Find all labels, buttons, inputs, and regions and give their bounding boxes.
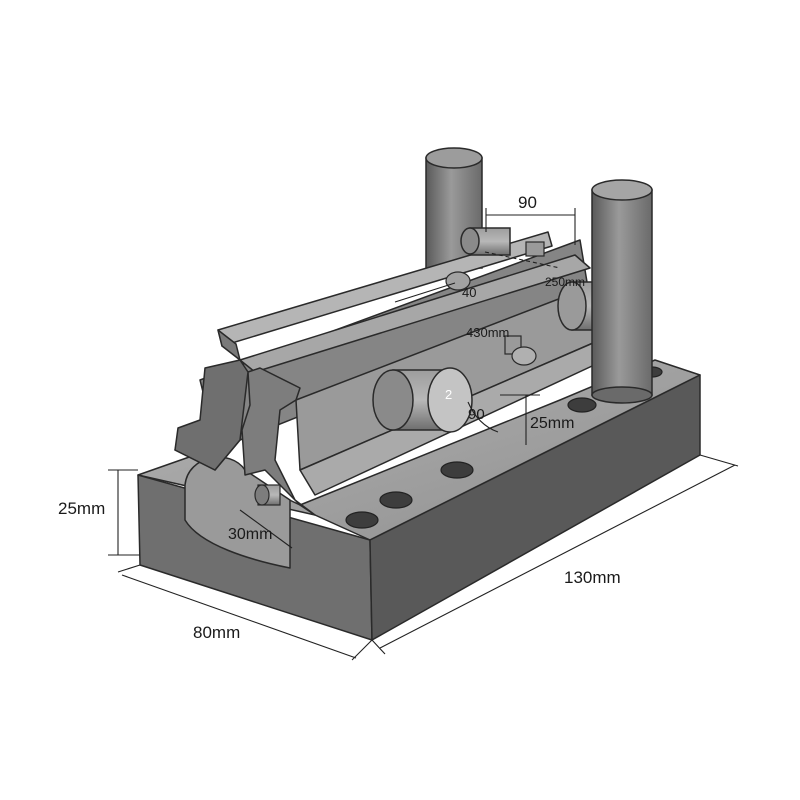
label-80mm: 80mm [193,623,240,642]
rail-mid-top [239,254,591,373]
hole [440,461,474,479]
label-90-top: 90 [518,193,537,212]
dimension-labels: 130mm 80mm 25mm 30mm 25mm 90 90 2 40 430… [58,193,621,642]
dimension-lines [108,208,739,661]
label-30mm: 30mm [228,526,272,543]
post-front-right [591,179,653,404]
label-40: 40 [462,285,476,300]
cylinder-left-small [254,484,281,506]
cylinder-center [372,367,473,433]
hole [567,397,597,413]
label-25mm-center: 25mm [530,415,574,432]
label-250mm: 250mm [545,275,585,289]
label-2: 2 [445,387,452,402]
rail-front-profile [241,367,316,516]
label-25mm-left: 25mm [58,499,105,518]
hole [345,511,379,529]
rail-pins [445,241,545,366]
label-90-angle: 90 [468,406,485,423]
hole [379,491,413,509]
label-430mm: 430mm [466,325,509,340]
label-130mm: 130mm [564,568,621,587]
rail-left-end [174,359,249,471]
cylinder-back [460,227,511,256]
